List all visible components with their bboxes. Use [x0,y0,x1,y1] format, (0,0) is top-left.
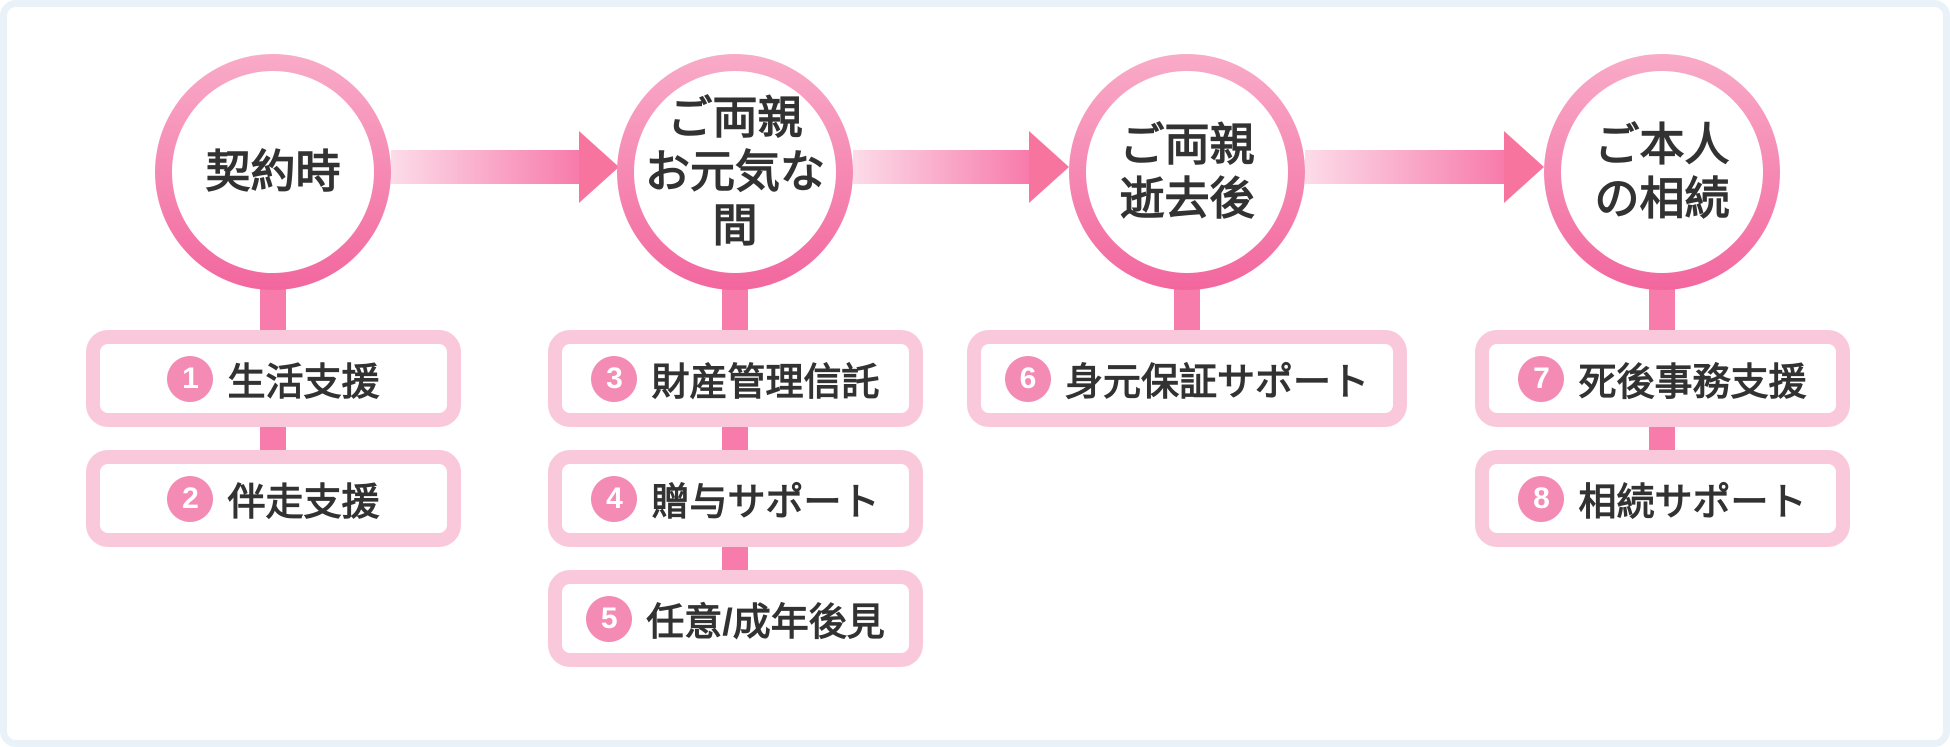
stage-circle-2: ご両親 お元気な 間 [617,54,853,290]
service-box-7: 7 死後事務支援 [1475,330,1850,427]
service-box-5: 5 任意/成年後見 [548,570,923,667]
item-number-badge-7: 7 [1518,355,1565,402]
service-box-6: 6 身元保証サポート [967,330,1407,427]
stage-circle-4: ご本人 の相続 [1544,54,1780,290]
service-box-8: 8 相続サポート [1475,450,1850,547]
arrow-1-head-icon [579,131,619,203]
connector-stage2-box3-box4 [722,422,748,454]
arrow-1-shaft [391,150,579,184]
stage-circle-2-label-line3: 間 [712,200,758,251]
stage-circle-3-label-line1: ご両親 [1119,119,1255,170]
item-label-6: 身元保証サポート [1064,362,1369,404]
stage-circle-2-label-line1: ご両親 [667,92,803,143]
service-box-3: 3 財産管理信託 [548,330,923,427]
arrow-2-shaft [853,150,1029,184]
item-number-badge-5: 5 [586,595,633,642]
service-box-1: 1 生活支援 [86,330,461,427]
item-label-8: 相続サポート [1578,482,1807,524]
connector-stage4-box7-box8 [1649,422,1675,454]
item-number-badge-4: 4 [591,475,638,522]
item-label-2: 伴走支援 [227,482,380,524]
item-label-3: 財産管理信託 [651,362,880,404]
arrow-3-head-icon [1504,131,1544,203]
service-box-2: 2 伴走支援 [86,450,461,547]
item-label-5: 任意/成年後見 [646,602,885,644]
item-number-badge-1: 1 [167,355,214,402]
stage-circle-1-label: 契約時 [205,146,341,197]
stage-circle-4-label-line2: の相続 [1594,173,1730,224]
item-number-badge-6: 6 [1004,355,1051,402]
stage-circle-2-label-line2: お元気な [644,146,825,197]
stage-circle-3: ご両親 逝去後 [1069,54,1305,290]
stage-circle-4-label-line1: ご本人 [1594,119,1730,170]
connector-stage1-box1-box2 [260,422,286,454]
stage-circle-1: 契約時 [155,54,391,290]
arrow-2-head-icon [1029,131,1069,203]
item-label-4: 贈与サポート [651,482,880,524]
item-number-badge-2: 2 [167,475,214,522]
stage-circle-3-label-line2: 逝去後 [1119,173,1255,224]
item-label-7: 死後事務支援 [1578,362,1807,404]
connector-stage2-box4-box5 [722,542,748,574]
service-box-4: 4 贈与サポート [548,450,923,547]
item-number-badge-8: 8 [1518,475,1565,522]
arrow-3-shaft [1305,150,1504,184]
item-label-1: 生活支援 [227,362,380,404]
item-number-badge-3: 3 [591,355,638,402]
